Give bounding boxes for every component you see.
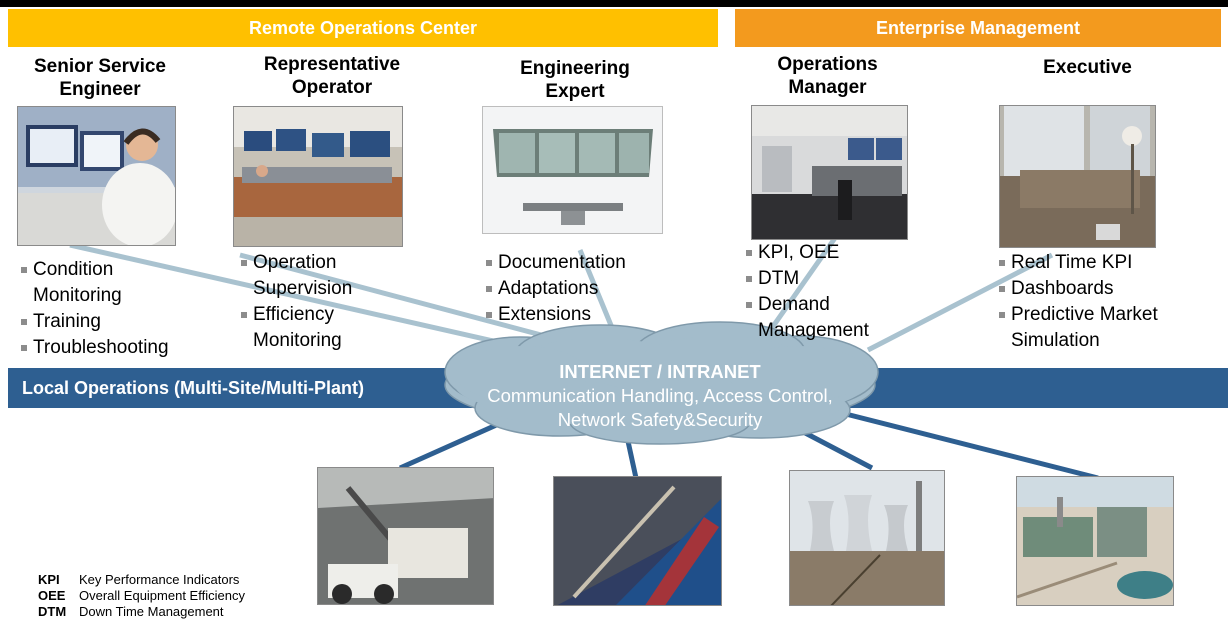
enterprise-management-band: Enterprise Management bbox=[735, 9, 1221, 47]
role-title-line: Manager bbox=[788, 77, 867, 98]
bullet-item: KPI, OEE bbox=[745, 240, 915, 266]
connector-operations-manager bbox=[757, 236, 838, 347]
internet-intranet-cloud: INTERNET / INTRANET Communication Handli… bbox=[460, 360, 860, 432]
cloud-line-2: Communication Handling, Access Control, bbox=[487, 385, 833, 406]
bullet-item: Documentation bbox=[485, 250, 685, 276]
senior-service-engineer-photo bbox=[17, 106, 176, 246]
bullet-item: Condition Monitoring bbox=[20, 257, 210, 309]
role-title-operations-manager: Operations Manager bbox=[740, 53, 915, 99]
role-title-line: Executive bbox=[1043, 57, 1132, 78]
connector-site-4 bbox=[829, 407, 1099, 481]
representative-operator-bullets: Operation Supervision Efficiency Monitor… bbox=[240, 250, 430, 354]
mining-shovel-photo bbox=[317, 467, 494, 605]
role-title-line: Representative bbox=[263, 54, 401, 75]
enterprise-management-label: Enterprise Management bbox=[875, 17, 1081, 38]
connector-executive bbox=[866, 252, 1054, 353]
representative-operator-photo bbox=[233, 106, 403, 247]
bullet-item: Predictive Market Simulation bbox=[998, 302, 1208, 354]
role-title-line: Senior Service bbox=[33, 56, 167, 77]
operations-manager-photo bbox=[751, 105, 908, 240]
role-title-line: Engineer bbox=[59, 79, 141, 100]
local-operations-label: Local Operations (Multi-Site/Multi-Plant… bbox=[22, 377, 364, 398]
bullet-item: Extensions bbox=[485, 302, 685, 328]
bullet-item: Dashboards bbox=[998, 276, 1208, 302]
role-title-representative-operator: Representative Operator bbox=[232, 53, 432, 99]
engineering-expert-bullets: Documentation Adaptations Extensions bbox=[485, 250, 685, 328]
bullet-item: DTM bbox=[745, 266, 915, 292]
bullet-item: Troubleshooting bbox=[20, 335, 210, 361]
executive-photo bbox=[999, 105, 1156, 248]
role-title-line: Expert bbox=[545, 81, 605, 102]
senior-service-engineer-bullets: Condition Monitoring Training Troublesho… bbox=[20, 257, 210, 361]
remote-operations-label: Remote Operations Center bbox=[248, 17, 478, 38]
role-title-executive: Executive bbox=[1000, 56, 1175, 79]
connector-engineering-expert bbox=[577, 249, 618, 336]
cloud-line-3: Network Safety&Security bbox=[557, 409, 763, 430]
bullet-item: Training bbox=[20, 309, 210, 335]
role-title-engineering-expert: Engineering Expert bbox=[480, 57, 670, 103]
remote-operations-band: Remote Operations Center bbox=[8, 9, 718, 47]
role-connectors bbox=[69, 236, 1054, 358]
role-title-line: Operator bbox=[291, 77, 373, 98]
connector-representative-operator bbox=[239, 252, 561, 343]
bullet-item: Real Time KPI bbox=[998, 250, 1208, 276]
role-title-senior-service-engineer: Senior Service Engineer bbox=[10, 55, 190, 101]
operations-manager-bullets: KPI, OEE DTM Demand Management bbox=[745, 240, 915, 344]
executive-bullets: Real Time KPI Dashboards Predictive Mark… bbox=[998, 250, 1208, 354]
processing-plant-photo bbox=[1016, 476, 1174, 606]
power-plant-photo bbox=[789, 470, 945, 606]
bullet-item: Operation Supervision bbox=[240, 250, 430, 302]
top-cut-title-strip bbox=[0, 0, 1228, 7]
bullet-item: Efficiency Monitoring bbox=[240, 302, 430, 354]
engineering-expert-photo bbox=[482, 106, 663, 234]
role-title-line: Engineering bbox=[520, 58, 630, 79]
bullet-item: Adaptations bbox=[485, 276, 685, 302]
bullet-item: Demand Management bbox=[745, 292, 915, 344]
cloud-title: INTERNET / INTRANET bbox=[559, 361, 761, 382]
connector-senior-service-engineer bbox=[69, 242, 556, 358]
port-terminal-photo bbox=[553, 476, 722, 606]
role-title-line: Operations bbox=[777, 54, 878, 75]
